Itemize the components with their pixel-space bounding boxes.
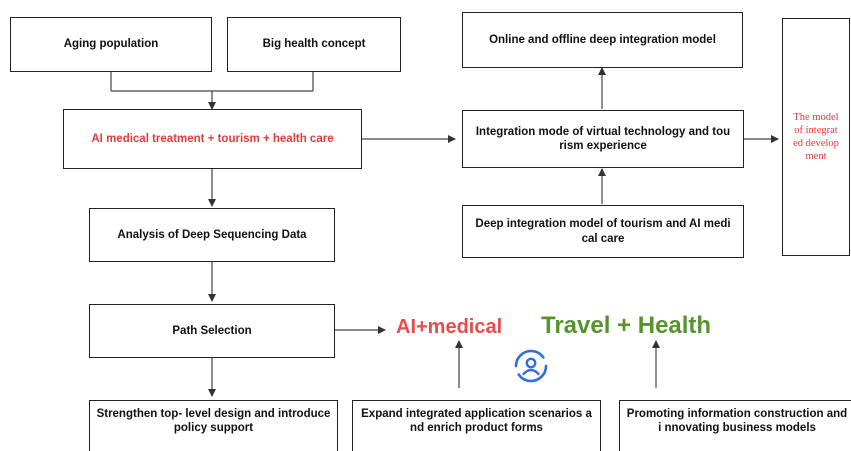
node-online-offline: Online and offline deep integration mode… xyxy=(462,12,743,68)
label-ai-medical: AI+medical xyxy=(396,316,503,338)
user-sync-icon xyxy=(514,349,548,383)
label-travel-health: Travel + Health xyxy=(541,312,712,339)
node-virtual-technology: Integration mode of virtual technology a… xyxy=(462,110,744,168)
node-path-selection: Path Selection xyxy=(89,304,335,358)
node-integrated-model: The model of integrat ed develop ment xyxy=(782,18,850,256)
node-expand-scenarios: Expand integrated application scenarios … xyxy=(352,400,601,451)
node-strengthen-policy: Strengthen top- level design and introdu… xyxy=(89,400,338,451)
node-aging-population: Aging population xyxy=(10,17,212,72)
node-ai-tourism-health: AI medical treatment + tourism + health … xyxy=(63,109,362,169)
node-promoting-information: Promoting information construction and i… xyxy=(619,400,851,451)
node-deep-sequencing: Analysis of Deep Sequencing Data xyxy=(89,208,335,262)
node-big-health-concept: Big health concept xyxy=(227,17,401,72)
node-deep-integration-tourism-ai: Deep integration model of tourism and AI… xyxy=(462,205,744,258)
